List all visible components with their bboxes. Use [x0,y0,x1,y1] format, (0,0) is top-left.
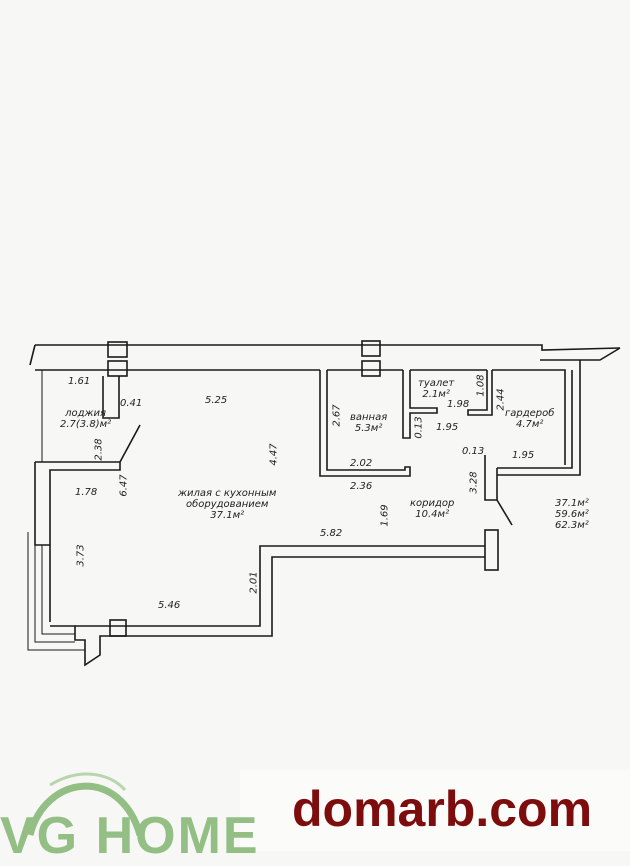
exterior-wall-top [35,344,621,351]
area-totals: 37.1м² 59.6м² 62.3м² [555,498,589,531]
room-name: туалет [418,378,455,389]
room-area: 2.7(3.8)м² [60,419,112,430]
dimension: 5.82 [320,528,343,539]
room-label-toilet: туалет 2.1м² [418,378,454,400]
dimension: 4.47 [268,443,280,466]
vg-home-logo-arc-icon [26,772,144,836]
room-name: лоджия [65,408,107,419]
room-name: оборудованием [185,499,269,510]
dimension: 3.28 [468,471,480,494]
room-label-corridor: коридор 10.4м² [410,498,454,520]
room-label-bathroom: ваннaя 5.3м² [350,412,387,434]
dimension: 1.98 [447,399,470,410]
column [109,619,127,637]
column [361,340,381,357]
dimension: 1.69 [379,504,391,527]
dimension: 1.61 [68,376,91,387]
room-name: гардероб [505,408,555,419]
dimension: 1.95 [436,422,459,433]
dimension: 3.73 [75,544,87,567]
total-area: 59.6м² [555,509,589,520]
dimension: 2.44 [495,388,507,411]
dimension: 5.46 [158,600,181,611]
dimension: 1.08 [475,374,487,397]
room-area: 2.1м² [422,389,450,400]
dimension: 2.36 [350,481,373,492]
room-area: 10.4м² [415,509,450,520]
room-area: 4.7м² [515,419,544,430]
room-name: ваннaя [350,412,388,423]
vg-home-logo: VG HOME [0,807,260,865]
room-area: 37.1м² [210,510,245,521]
dimension: 5.25 [205,395,228,406]
domarb-watermark: domarb.com [292,781,593,837]
living-area-total: 37.1м² [555,498,589,509]
room-label-wardrobe: гардероб 4.7м² [505,408,554,430]
dimension: 2.67 [331,404,343,427]
room-label-loggia: лоджия 2.7(3.8)м² [60,408,111,430]
dimension: 0.41 [120,398,143,409]
column [361,360,381,377]
column [107,341,128,358]
dimension: 0.13 [462,446,485,457]
room-label-living: жилая с кухонным оборудованием 37.1м² [178,488,276,521]
total-area-with-loggia: 62.3м² [555,520,589,531]
room-name: жилая с кухонным [178,488,277,499]
dimension: 1.95 [512,450,535,461]
dimension: 0.13 [413,416,425,439]
dimension: 1.78 [75,487,98,498]
room-name: коридор [410,498,455,509]
dimension: 6.47 [118,474,130,497]
watermark-background [240,770,630,851]
room-area: 5.3м² [354,423,383,434]
dimension: 2.38 [93,438,105,461]
dimension: 2.01 [248,571,260,594]
dimension: 2.02 [350,458,373,469]
column [107,360,128,377]
